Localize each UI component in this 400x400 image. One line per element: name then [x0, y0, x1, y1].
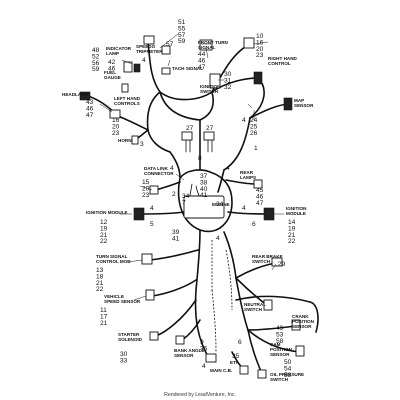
- callout: 27: [206, 125, 214, 132]
- callout: 27: [186, 125, 194, 132]
- label-main-cb: MAIN C.B.: [210, 368, 232, 373]
- callout: 4: [202, 363, 206, 370]
- callout: 4: [170, 165, 174, 172]
- callout: 4: [226, 165, 230, 172]
- callout: 8: [198, 155, 202, 162]
- label-eti: ETI: [230, 360, 237, 365]
- callout: 6: [238, 339, 242, 346]
- label-ignition-module-left: IGNITION MODULE: [86, 210, 128, 215]
- callout: 4: [242, 117, 246, 124]
- callout: 35: [232, 353, 240, 360]
- callout: 4: [216, 235, 220, 242]
- callout: 6: [252, 221, 256, 228]
- callout: 3: [140, 141, 144, 148]
- callout: 1: [254, 145, 258, 152]
- connectors: [79, 35, 305, 379]
- callout: 5: [150, 221, 154, 228]
- label-horn: HORN: [118, 138, 132, 143]
- label-engine: ENGINE: [212, 202, 230, 207]
- callout: 2: [172, 191, 176, 198]
- callout: 29: [278, 261, 286, 268]
- callout: 57: [166, 41, 174, 48]
- label-tach-signal: TACH SIGNAL: [172, 66, 203, 71]
- footer-credit: Rendered by LeadVenture, Inc.: [164, 392, 236, 398]
- callout: 4: [242, 205, 246, 212]
- dashed-wires: [211, 240, 233, 353]
- label-headlamp: HEADLAMP: [62, 92, 88, 97]
- callout: 4: [142, 57, 146, 64]
- leader-lines: [99, 33, 284, 301]
- callout: 34: [216, 201, 224, 208]
- callout: 4: [150, 205, 154, 212]
